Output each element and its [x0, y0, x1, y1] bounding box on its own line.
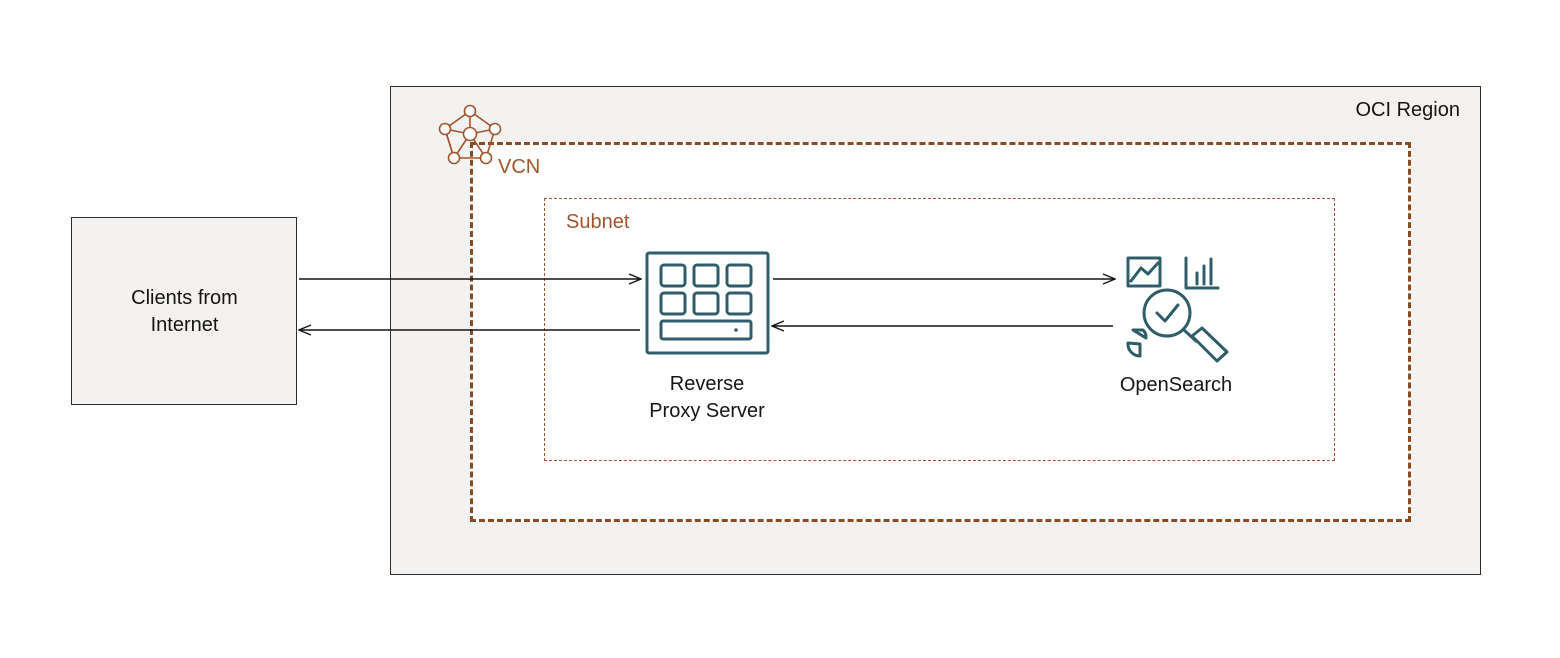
server-rack-icon	[645, 251, 770, 355]
clients-label-line1: Clients from	[131, 287, 238, 309]
opensearch-analytics-icon	[1126, 256, 1229, 363]
proxy-label-line2: Proxy Server	[649, 400, 765, 422]
opensearch-label: OpenSearch	[1119, 374, 1233, 396]
oci-region-label: OCI Region	[1355, 99, 1461, 121]
proxy-server-label: Reverse Proxy Server	[622, 371, 792, 425]
proxy-label-line1: Reverse	[669, 373, 745, 395]
clients-box	[71, 217, 297, 405]
subnet-label: Subnet	[566, 211, 630, 233]
clients-label-line2: Internet	[150, 314, 219, 336]
vcn-network-icon	[438, 104, 502, 165]
vcn-label: VCN	[498, 156, 541, 178]
clients-label: Clients from Internet	[71, 285, 298, 339]
